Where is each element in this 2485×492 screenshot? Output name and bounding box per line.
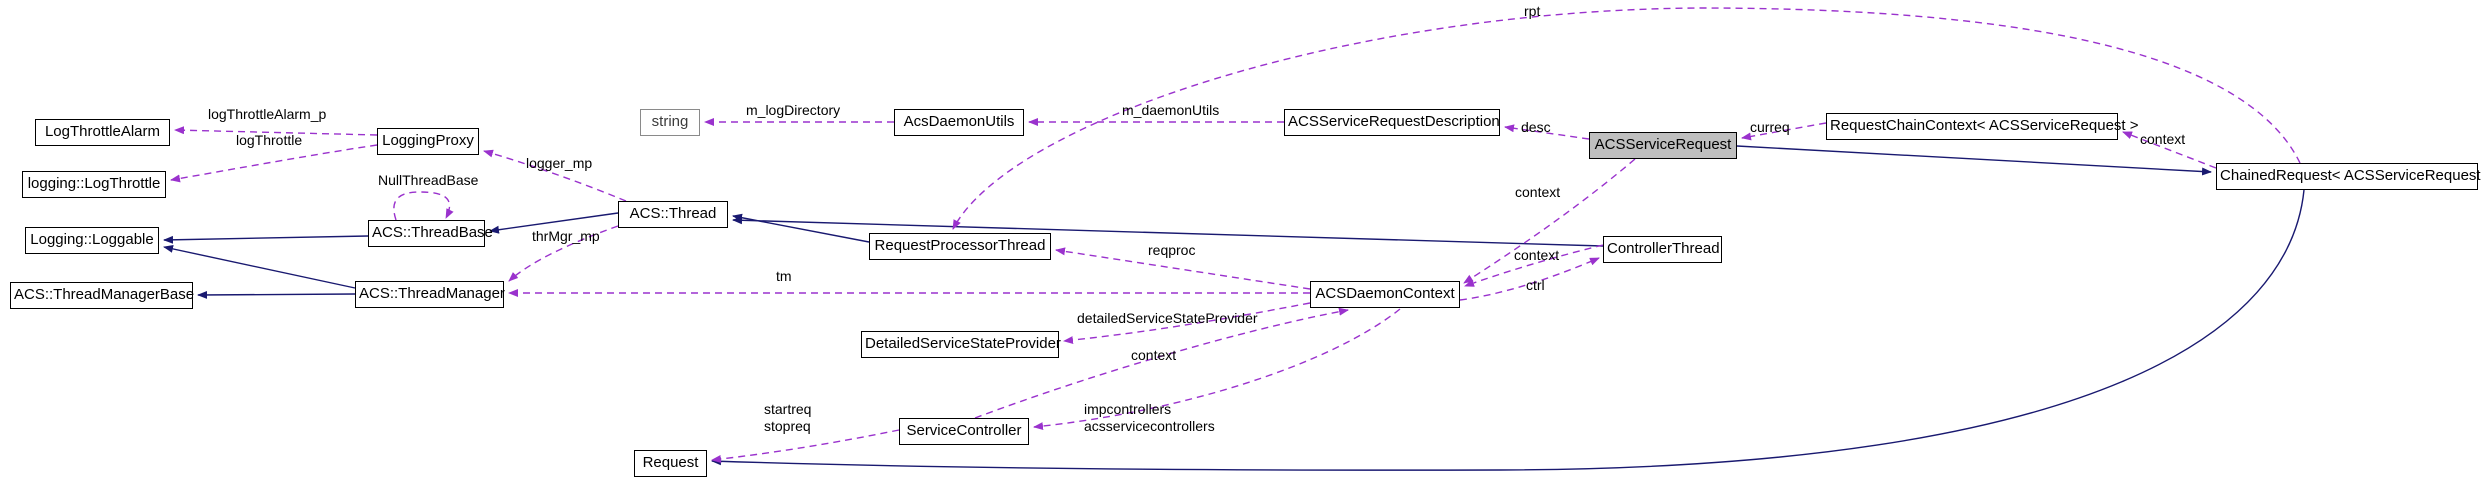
- edge-ACSDaemonContext-to-DetailedServiceStateProvider: [1063, 302, 1311, 345]
- class-node-LogThrottle[interactable]: logging::LogThrottle: [22, 171, 166, 198]
- class-node-ThreadBase[interactable]: ACS::ThreadBase: [368, 220, 493, 247]
- edge-ACSDaemonContext-to-RequestProcessorThread: [1055, 247, 1311, 290]
- edge-label-AcsDaemonUtils-to-string: m_logDirectory: [746, 102, 841, 118]
- edge-label-ServiceController-to-ACSDaemonContext: context: [1131, 347, 1177, 363]
- class-node-ACSServiceRequestDescription[interactable]: ACSServiceRequestDescription: [1284, 109, 1500, 136]
- edge-label-Thread-to-LoggingProxy: logger_mp: [526, 155, 593, 171]
- edge-label-ACSDaemonContext-to-ThreadManager: tm: [776, 268, 792, 284]
- edge-label-Thread-to-ThreadManager: thrMgr_mp: [532, 228, 600, 244]
- edge-ChainedRequest-to-RequestChainContext: [2122, 131, 2217, 169]
- edge-ACSDaemonContext-to-ControllerThread: [1459, 257, 1600, 301]
- class-node-LogThrottleAlarm[interactable]: LogThrottleAlarm: [35, 119, 170, 146]
- edge-Thread-to-LoggingProxy: [483, 149, 627, 202]
- edge-ChainedRequest-to-Request: [711, 189, 2305, 471]
- edge-Thread-to-ThreadManager: [508, 225, 619, 282]
- class-node-RequestChainContext[interactable]: RequestChainContext< ACSServiceRequest >: [1826, 113, 2139, 140]
- class-node-ChainedRequest[interactable]: ChainedRequest< ACSServiceRequest >: [2216, 163, 2485, 190]
- edge-ACSServiceRequest-to-ACSServiceRequestDescription: [1504, 124, 1590, 140]
- class-node-Loggable[interactable]: Logging::Loggable: [25, 227, 159, 254]
- class-node-Request[interactable]: Request: [634, 450, 707, 477]
- edge-label-ChainedRequest-to-RequestChainContext: context: [2140, 131, 2186, 147]
- edge-ACSServiceRequest-to-ACSDaemonContext: [1463, 158, 1636, 284]
- edge-ThreadBase-to-Loggable: [163, 235, 369, 244]
- edge-ControllerThread-to-ACSDaemonContext: [1464, 244, 1604, 287]
- class-node-AcsDaemonUtils[interactable]: AcsDaemonUtils: [894, 109, 1024, 136]
- edge-LoggingProxy-to-LogThrottleAlarm: [174, 126, 378, 136]
- edge-label-ACSServiceRequest-to-ACSDaemonContext: context: [1515, 184, 1561, 200]
- class-node-Thread[interactable]: ACS::Thread: [618, 201, 728, 228]
- edge-label-RequestChainContext-to-ACSServiceRequest: curreq: [1750, 119, 1790, 135]
- class-node-LoggingProxy[interactable]: LoggingProxy: [377, 128, 479, 155]
- edge-label-ThreadBase-to-ThreadBase: NullThreadBase: [378, 172, 479, 188]
- class-node-ACSDaemonContext[interactable]: ACSDaemonContext: [1310, 281, 1460, 308]
- edge-ACSServiceRequest-to-ChainedRequest: [1736, 145, 2212, 176]
- class-node-ServiceController[interactable]: ServiceController: [899, 418, 1029, 445]
- edge-label-ChainedRequest-to-RequestProcessorThread: rpt: [1524, 3, 1541, 19]
- edge-LoggingProxy-to-LogThrottle: [170, 144, 378, 183]
- edge-ControllerThread-to-Thread: [732, 216, 1604, 247]
- edge-ThreadManager-to-Loggable: [163, 244, 356, 289]
- edge-label-ACSServiceRequest-to-ACSServiceRequestDescription: desc: [1521, 119, 1551, 135]
- edge-ACSDaemonContext-to-ServiceController: [1033, 308, 1401, 431]
- class-node-ThreadManager[interactable]: ACS::ThreadManager: [355, 281, 505, 308]
- edge-RequestProcessorThread-to-Thread: [732, 213, 870, 243]
- edge-label-LoggingProxy-to-LogThrottle: logThrottle: [236, 132, 303, 148]
- edge-label-ACSDaemonContext-to-ServiceController: impcontrollers acsservicecontrollers: [1084, 401, 1215, 434]
- edge-label-ACSDaemonContext-to-ControllerThread: ctrl: [1526, 277, 1545, 293]
- edge-Thread-to-ThreadBase: [489, 212, 619, 234]
- class-node-ControllerThread[interactable]: ControllerThread: [1603, 236, 1722, 263]
- edge-label-ControllerThread-to-ACSDaemonContext: context: [1514, 247, 1560, 263]
- class-node-ThreadManagerBase[interactable]: ACS::ThreadManagerBase: [10, 282, 194, 309]
- edge-label-ACSDaemonContext-to-RequestProcessorThread: reqproc: [1148, 242, 1196, 258]
- edge-label-LoggingProxy-to-LogThrottleAlarm: logThrottleAlarm_p: [208, 106, 327, 122]
- class-node-DetailedServiceStateProvider[interactable]: DetailedServiceStateProvider: [861, 331, 1061, 358]
- edge-ThreadBase-to-ThreadBase: [393, 191, 454, 221]
- edge-label-ACSDaemonContext-to-DetailedServiceStateProvider: detailedServiceStateProvider: [1077, 310, 1258, 326]
- edge-RequestChainContext-to-ACSServiceRequest: [1741, 122, 1827, 141]
- class-node-ACSServiceRequest[interactable]: ACSServiceRequest: [1589, 132, 1737, 159]
- class-node-string: string: [640, 109, 700, 136]
- edge-ServiceController-to-ACSDaemonContext: [974, 307, 1349, 419]
- edge-label-ACSServiceRequestDescription-to-AcsDaemonUtils: m_daemonUtils: [1122, 102, 1220, 118]
- edge-ChainedRequest-to-RequestProcessorThread: [952, 7, 2301, 230]
- edge-label-ServiceController-to-Request: startreq stopreq: [764, 401, 812, 434]
- edge-ThreadManager-to-ThreadManagerBase: [197, 290, 356, 299]
- class-node-RequestProcessorThread[interactable]: RequestProcessorThread: [869, 233, 1051, 260]
